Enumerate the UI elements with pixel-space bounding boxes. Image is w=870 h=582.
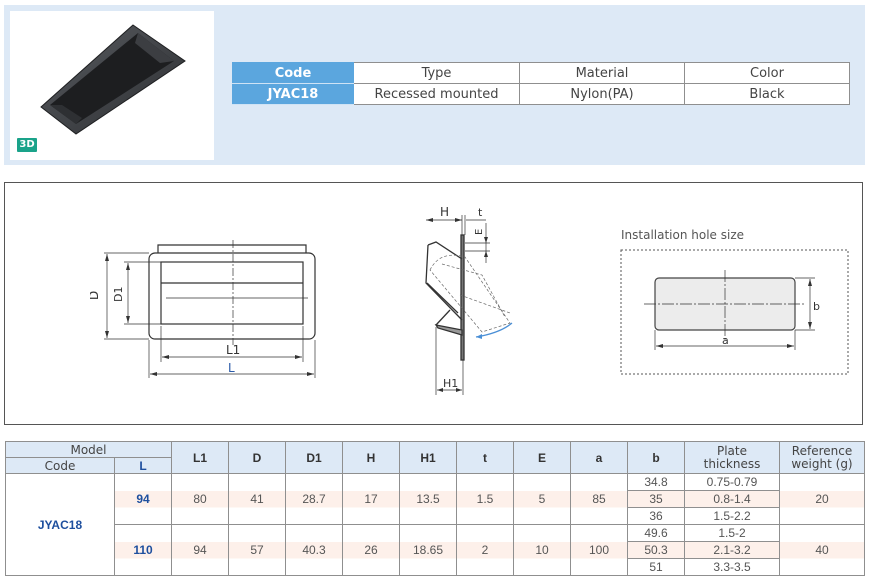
dim-H1: H1 [443, 377, 458, 390]
cell-plate: 1.5-2.2 [684, 507, 780, 525]
header-b: b [627, 441, 685, 474]
header-code: Code [5, 457, 115, 474]
cell-t: 2 [456, 524, 514, 576]
header-E: E [513, 441, 571, 474]
cell-H1: 13.5 [399, 473, 457, 525]
header-D: D [228, 441, 286, 474]
cell-E: 10 [513, 524, 571, 576]
spec-table: Code Type Material Color JYAC18 Recessed… [232, 62, 850, 105]
spec-header-code: Code [232, 62, 354, 84]
cell-b: 50.3 [627, 541, 685, 559]
header-H1: H1 [399, 441, 457, 474]
recessed-handle-icon [40, 24, 186, 135]
dim-t: t [478, 206, 483, 219]
table-row: 35 0.8-1.4 [6, 490, 865, 508]
spec-header-color: Color [684, 62, 850, 84]
spec-header-material: Material [519, 62, 685, 84]
header-weight-line1: Reference [791, 443, 853, 458]
cell-weight: 40 [779, 524, 865, 576]
cell-D: 57 [228, 524, 286, 576]
cell-weight: 20 [779, 473, 865, 525]
cell-L: 110 [114, 524, 172, 576]
cell-E: 5 [513, 473, 571, 525]
cell-a: 85 [570, 473, 628, 525]
header-model: Model [5, 441, 172, 458]
installation-hole-title: Installation hole size [621, 228, 745, 242]
spec-value-material: Nylon(PA) [519, 83, 685, 105]
dim-D1: D1 [112, 287, 125, 302]
cell-H: 26 [342, 524, 400, 576]
side-view-drawing: H t E H1 [425, 205, 513, 395]
table-row: 51 3.3-3.5 [6, 558, 865, 576]
header-plate-line2: thickness [703, 456, 761, 471]
cell-code: JYAC18 [5, 473, 115, 576]
header-L: L [114, 457, 172, 474]
dim-b: b [813, 300, 820, 313]
product-image [10, 11, 214, 160]
cell-H: 17 [342, 473, 400, 525]
cell-plate: 1.5-2 [684, 524, 780, 542]
spec-value-type: Recessed mounted [353, 83, 520, 105]
cell-L1: 94 [171, 524, 229, 576]
cell-L: 94 [114, 473, 172, 525]
dim-a: a [722, 334, 729, 347]
header-L1: L1 [171, 441, 229, 474]
spec-header-type: Type [353, 62, 520, 84]
front-view-drawing: D D1 L1 L [90, 240, 316, 378]
header-weight: Reference weight (g) [779, 441, 865, 474]
table-row: 110 94 57 40.3 26 18.65 2 10 100 49.6 1.… [6, 524, 865, 576]
cell-b: 51 [627, 558, 685, 576]
dim-D: D [90, 291, 101, 300]
table-row: 36 1.5-2.2 [6, 507, 865, 525]
dim-L1: L1 [226, 343, 240, 357]
cell-a: 100 [570, 524, 628, 576]
cell-plate: 2.1-3.2 [684, 541, 780, 559]
dim-E: E [474, 229, 485, 235]
cell-plate: 3.3-3.5 [684, 558, 780, 576]
installation-hole-drawing: b a [620, 249, 849, 375]
header-plate-line1: Plate [716, 443, 747, 458]
header-plate-thickness: Plate thickness [684, 441, 780, 474]
cell-D1: 40.3 [285, 524, 343, 576]
cell-plate: 0.8-1.4 [684, 490, 780, 508]
spec-value-code: JYAC18 [232, 83, 354, 105]
header-D1: D1 [285, 441, 343, 474]
cell-D1: 28.7 [285, 473, 343, 525]
dimensions-table: Model L1 D D1 H H1 t E a b Plate thickne… [5, 441, 865, 576]
spec-value-color: Black [684, 83, 850, 105]
cell-D: 41 [228, 473, 286, 525]
cell-H1: 18.65 [399, 524, 457, 576]
table-row: JYAC18 94 80 41 28.7 17 13.5 1.5 5 85 34… [5, 473, 865, 576]
cell-plate: 0.75-0.79 [684, 473, 780, 491]
dim-L: L [228, 361, 235, 375]
cell-t: 1.5 [456, 473, 514, 525]
cell-b: 36 [627, 507, 685, 525]
header-weight-line2: weight (g) [791, 456, 853, 471]
cell-b: 34.8 [627, 473, 685, 491]
header-t: t [456, 441, 514, 474]
cell-b: 35 [627, 490, 685, 508]
table-row: 50.3 2.1-3.2 [6, 541, 865, 559]
dim-H: H [440, 205, 449, 219]
cell-L1: 80 [171, 473, 229, 525]
header-a: a [570, 441, 628, 474]
header-H: H [342, 441, 400, 474]
3d-badge[interactable]: 3D [17, 138, 37, 152]
cell-b: 49.6 [627, 524, 685, 542]
